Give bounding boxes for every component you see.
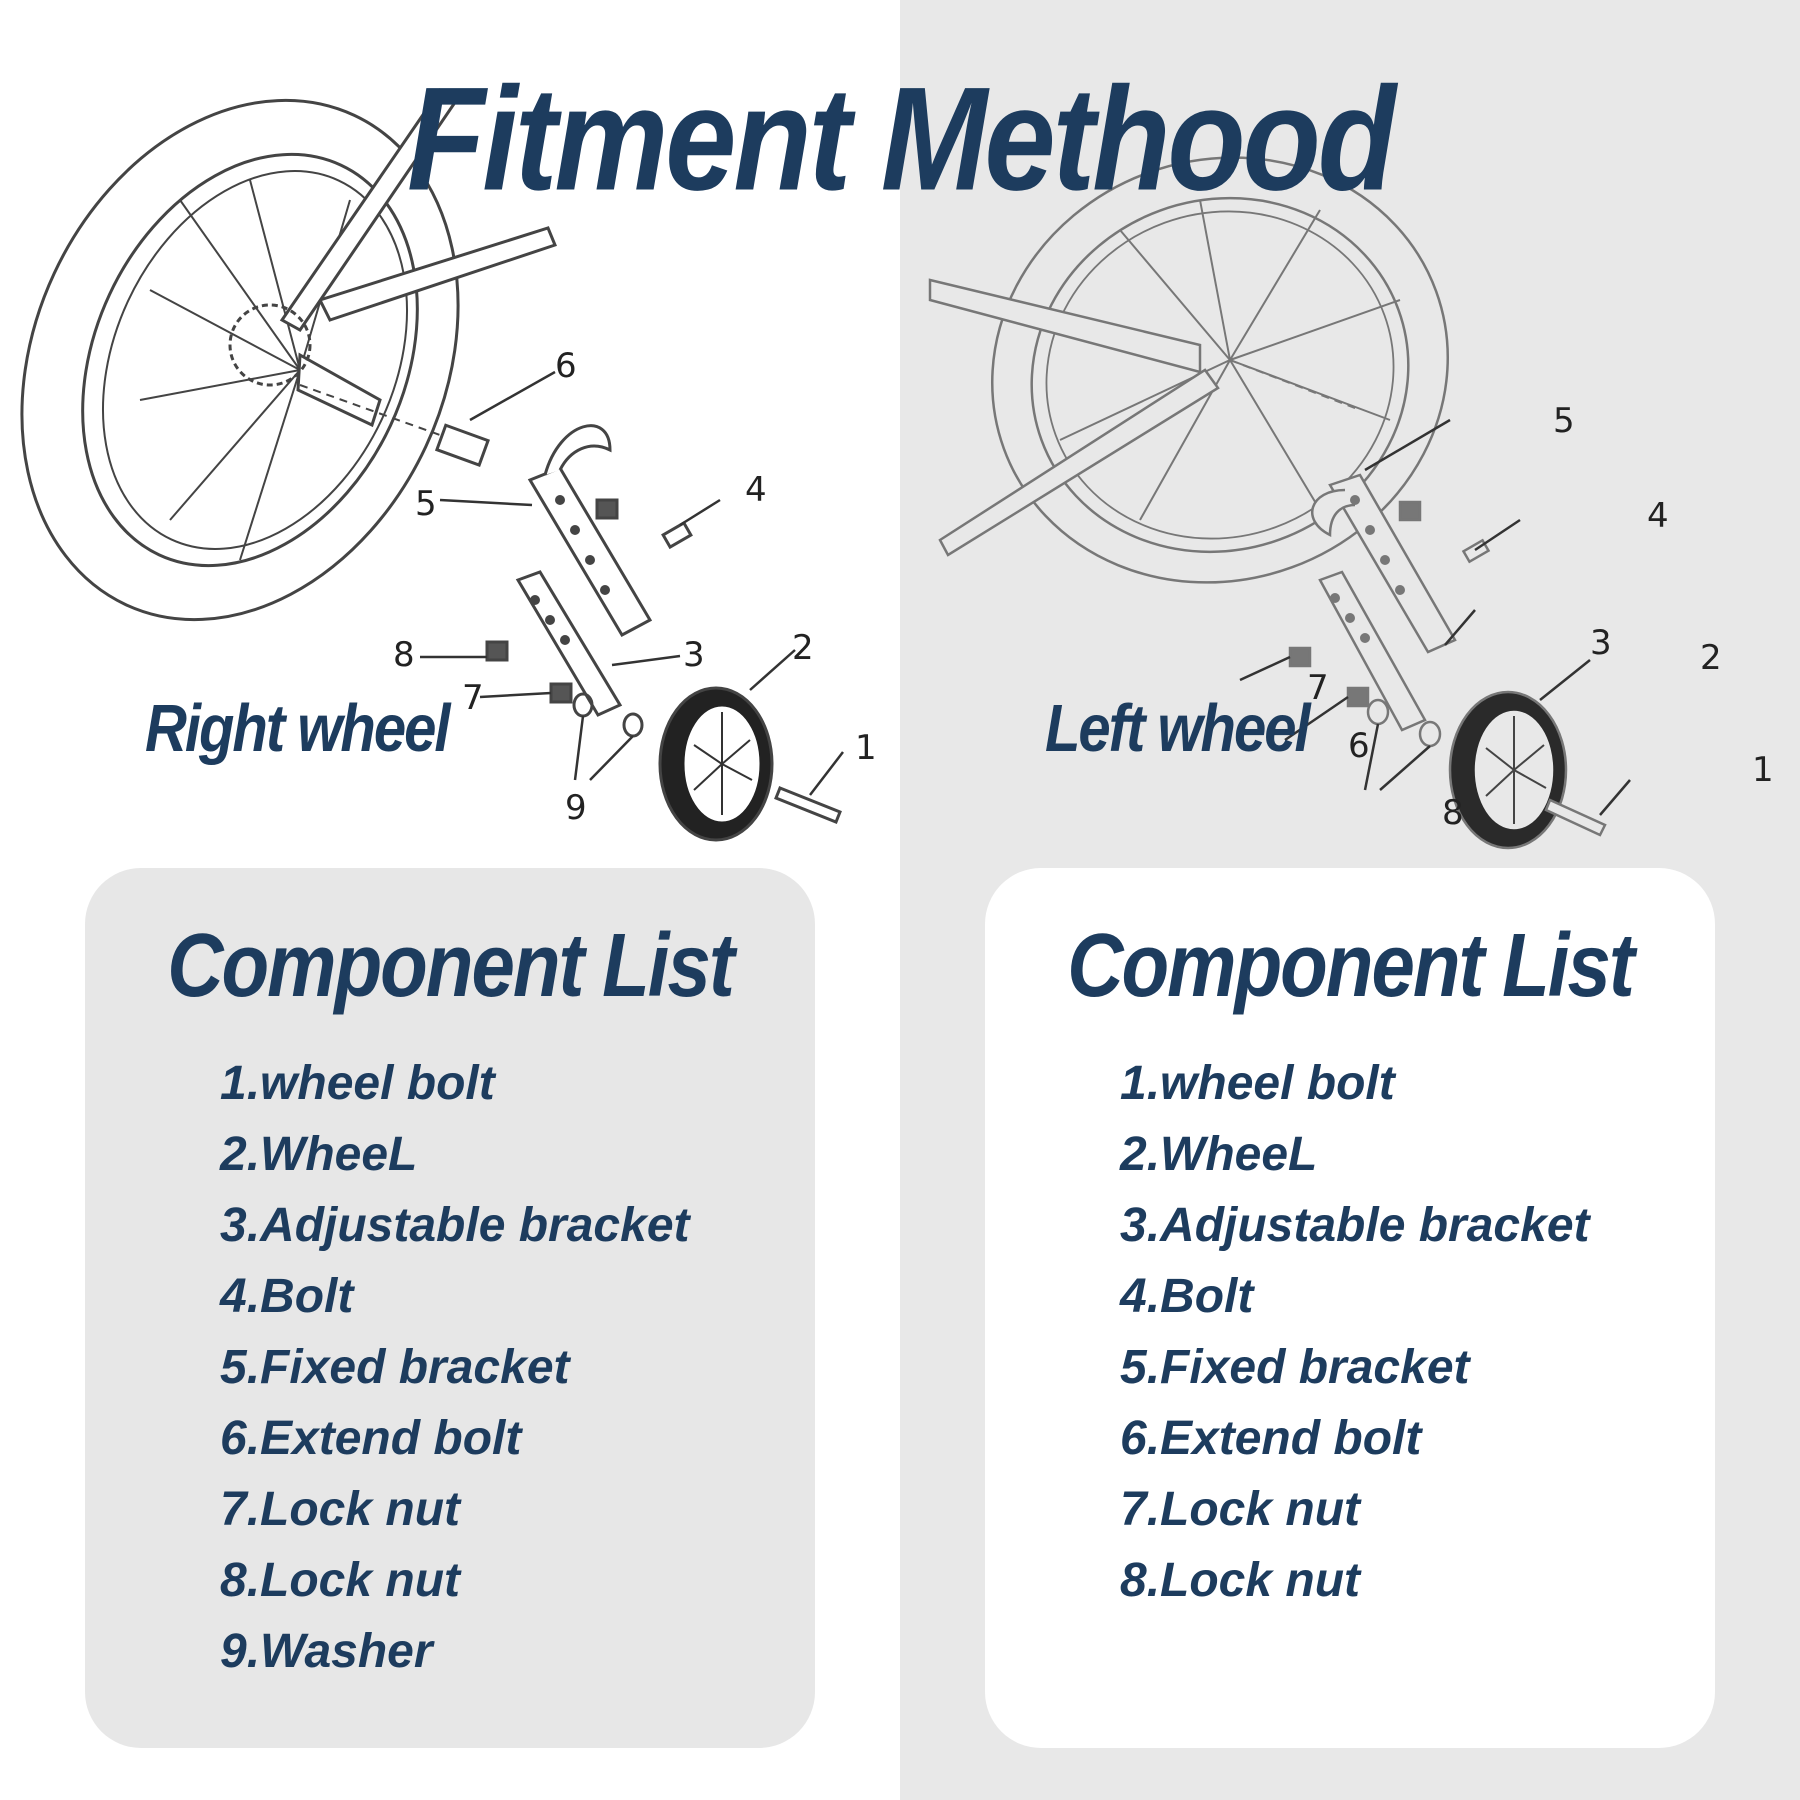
list-item: 2.WheeL [220,1128,418,1181]
nut-part [1398,500,1422,522]
right-callout-6: 6 [555,346,577,386]
component-list: 1.wheel bolt 2.WheeL 3.Adjustable bracke… [1120,1048,1590,1616]
left-callout-8: 8 [1442,793,1464,833]
bike-tire-outer [20,98,460,622]
list-item: 8.Lock nut [220,1554,461,1607]
component-list-title: Component List [167,914,735,1016]
list-item: 8.Lock nut [1120,1554,1361,1607]
list-item: 4.Bolt [1120,1270,1254,1323]
bike-tire-outer [990,156,1450,584]
right-callout-5: 5 [415,484,437,524]
lock-nut-6-part [1346,686,1370,708]
lock-nut-7-part [1288,646,1312,668]
wheel-bolt-part [774,786,842,824]
left-callout-6: 6 [1348,726,1370,766]
frame-chainstay [296,352,382,428]
list-item: 4.Bolt [220,1270,354,1323]
lock-nut-7-part [549,682,573,704]
left-callout-5: 5 [1553,401,1575,441]
bike-tire-inner [81,152,419,568]
list-item: 3.Adjustable bracket [1120,1199,1590,1252]
right-callout-3: 3 [683,635,705,675]
component-list-title: Component List [1067,914,1635,1016]
lock-nut-8-part [485,640,509,662]
left-callout-7: 7 [1307,668,1329,708]
list-item: 5.Fixed bracket [220,1341,570,1394]
right-callout-4: 4 [745,470,767,510]
list-item: 5.Fixed bracket [1120,1341,1470,1394]
bolt-4-part [661,520,693,550]
component-list-card-right-wheel: Component List 1.wheel bolt 2.WheeL 3.Ad… [85,868,815,1748]
right-wheel-diagram [20,88,844,842]
list-item: 7.Lock nut [1120,1483,1361,1536]
extend-bolt-part [434,423,490,468]
list-item: 1.wheel bolt [1120,1057,1395,1110]
left-wheel-label: Left wheel [1045,691,1311,766]
left-callout-3: 3 [1590,623,1612,663]
right-callout-7: 7 [462,678,484,718]
wheel-bolt-part [1544,798,1607,837]
list-item: 9.Washer [220,1625,433,1678]
list-item: 3.Adjustable bracket [220,1199,690,1252]
list-item: 6.Extend bolt [1120,1412,1422,1465]
fixed-bracket-part [1328,473,1457,654]
right-callout-1: 1 [855,728,877,768]
left-callout-2: 2 [1700,638,1722,678]
washer-part-b [622,712,644,738]
washer-part-b [1418,720,1442,748]
component-list: 1.wheel bolt 2.WheeL 3.Adjustable bracke… [220,1048,690,1687]
fixed-bracket-holes [555,495,610,595]
right-callout-2: 2 [792,628,814,668]
list-item: 1.wheel bolt [220,1057,495,1110]
right-wheel-label: Right wheel [145,691,450,766]
spokes [139,179,351,561]
frame-stay-seat [279,88,463,332]
adjustable-bracket-part [1318,570,1427,732]
list-item: 6.Extend bolt [220,1412,522,1465]
sprocket [228,303,312,387]
right-callout-8: 8 [393,635,415,675]
right-callout-9: 9 [565,788,587,828]
left-callout-4: 4 [1647,496,1669,536]
page-title: Fitment Methood [407,57,1396,222]
frame-stay [928,278,1202,374]
list-item: 2.WheeL [1120,1128,1318,1181]
washer-part-a [572,692,594,718]
component-list-card-left-wheel: Component List 1.wheel bolt 2.WheeL 3.Ad… [985,868,1715,1748]
frame-stay-top [317,226,557,322]
bike-tire-inner [1030,196,1410,554]
left-wheel-diagram [928,156,1631,850]
list-item: 7.Lock nut [220,1483,461,1536]
left-callout-1: 1 [1752,750,1774,790]
washer-part-a [1366,698,1390,726]
adjustable-bracket-part [515,570,623,717]
